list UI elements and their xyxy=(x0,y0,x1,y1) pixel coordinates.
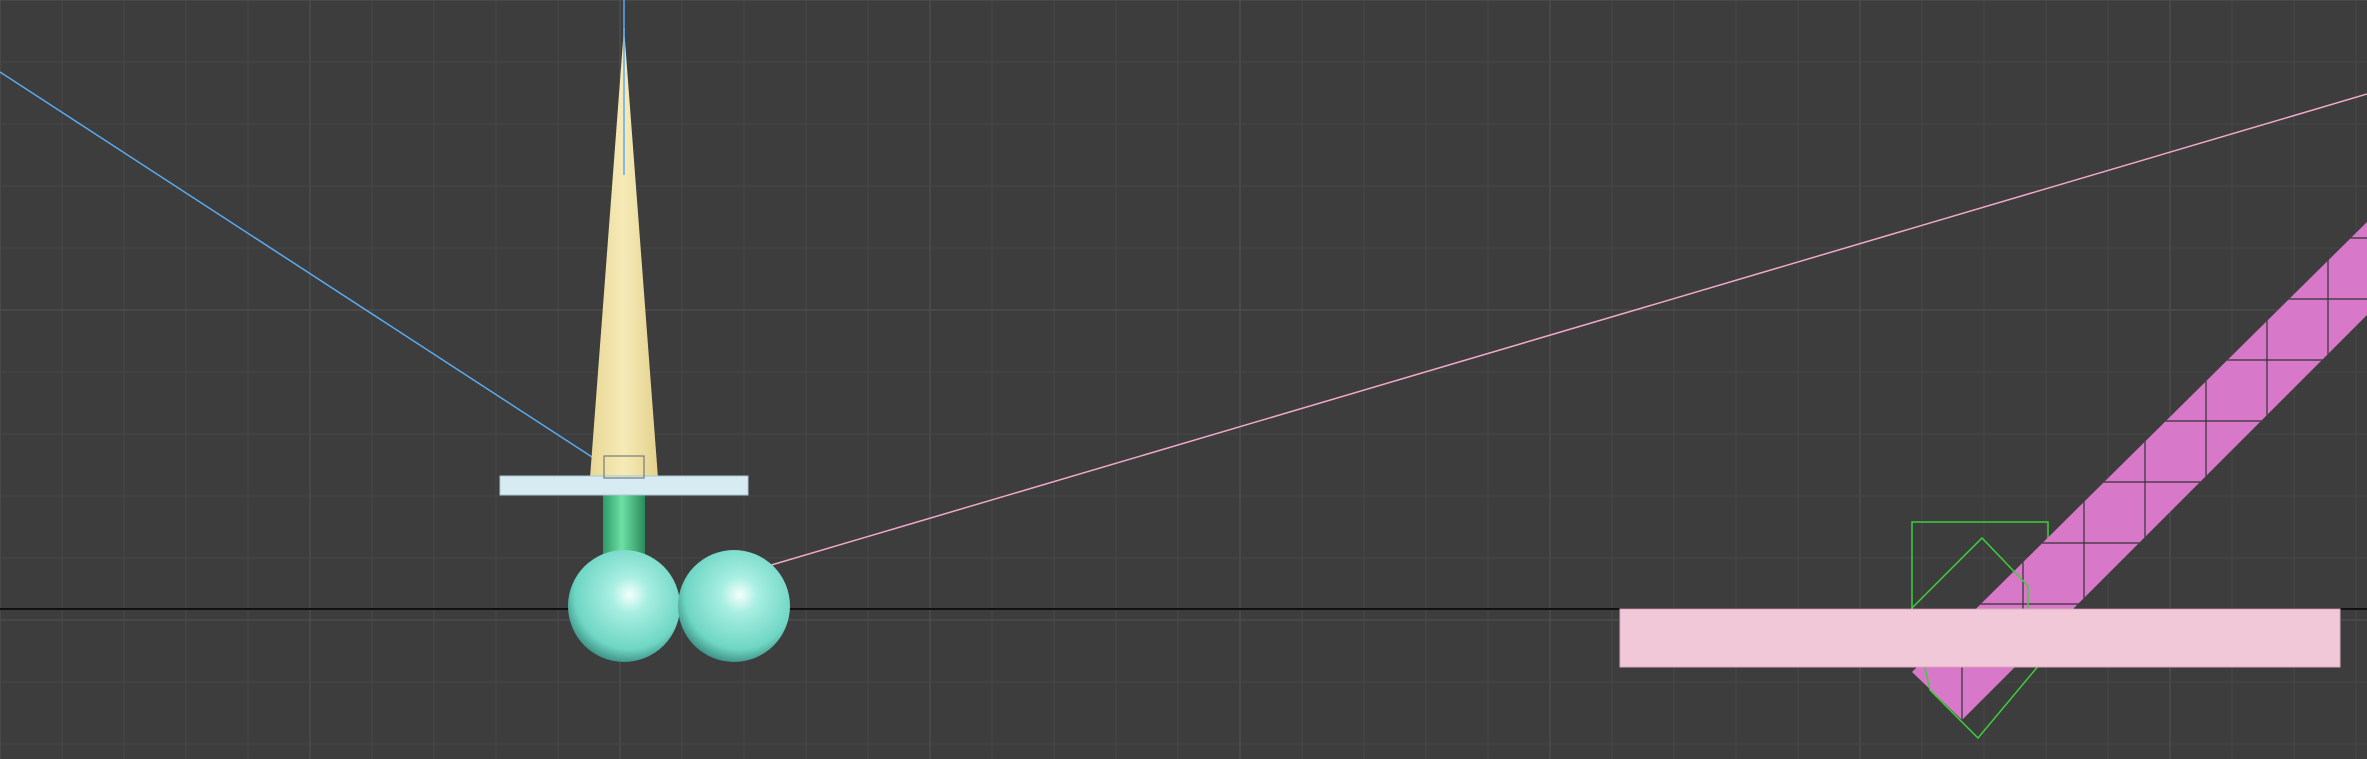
shaft-cylinder[interactable] xyxy=(603,490,645,560)
pivot-marker xyxy=(603,455,645,479)
cone-object[interactable] xyxy=(590,28,658,478)
blue-guide-line xyxy=(0,71,613,471)
pink-guide-line xyxy=(767,93,2367,567)
sphere-right[interactable] xyxy=(678,550,790,662)
plank-object[interactable] xyxy=(499,475,749,496)
floor-block-object[interactable] xyxy=(1619,608,2341,668)
sphere-left[interactable] xyxy=(568,550,680,662)
